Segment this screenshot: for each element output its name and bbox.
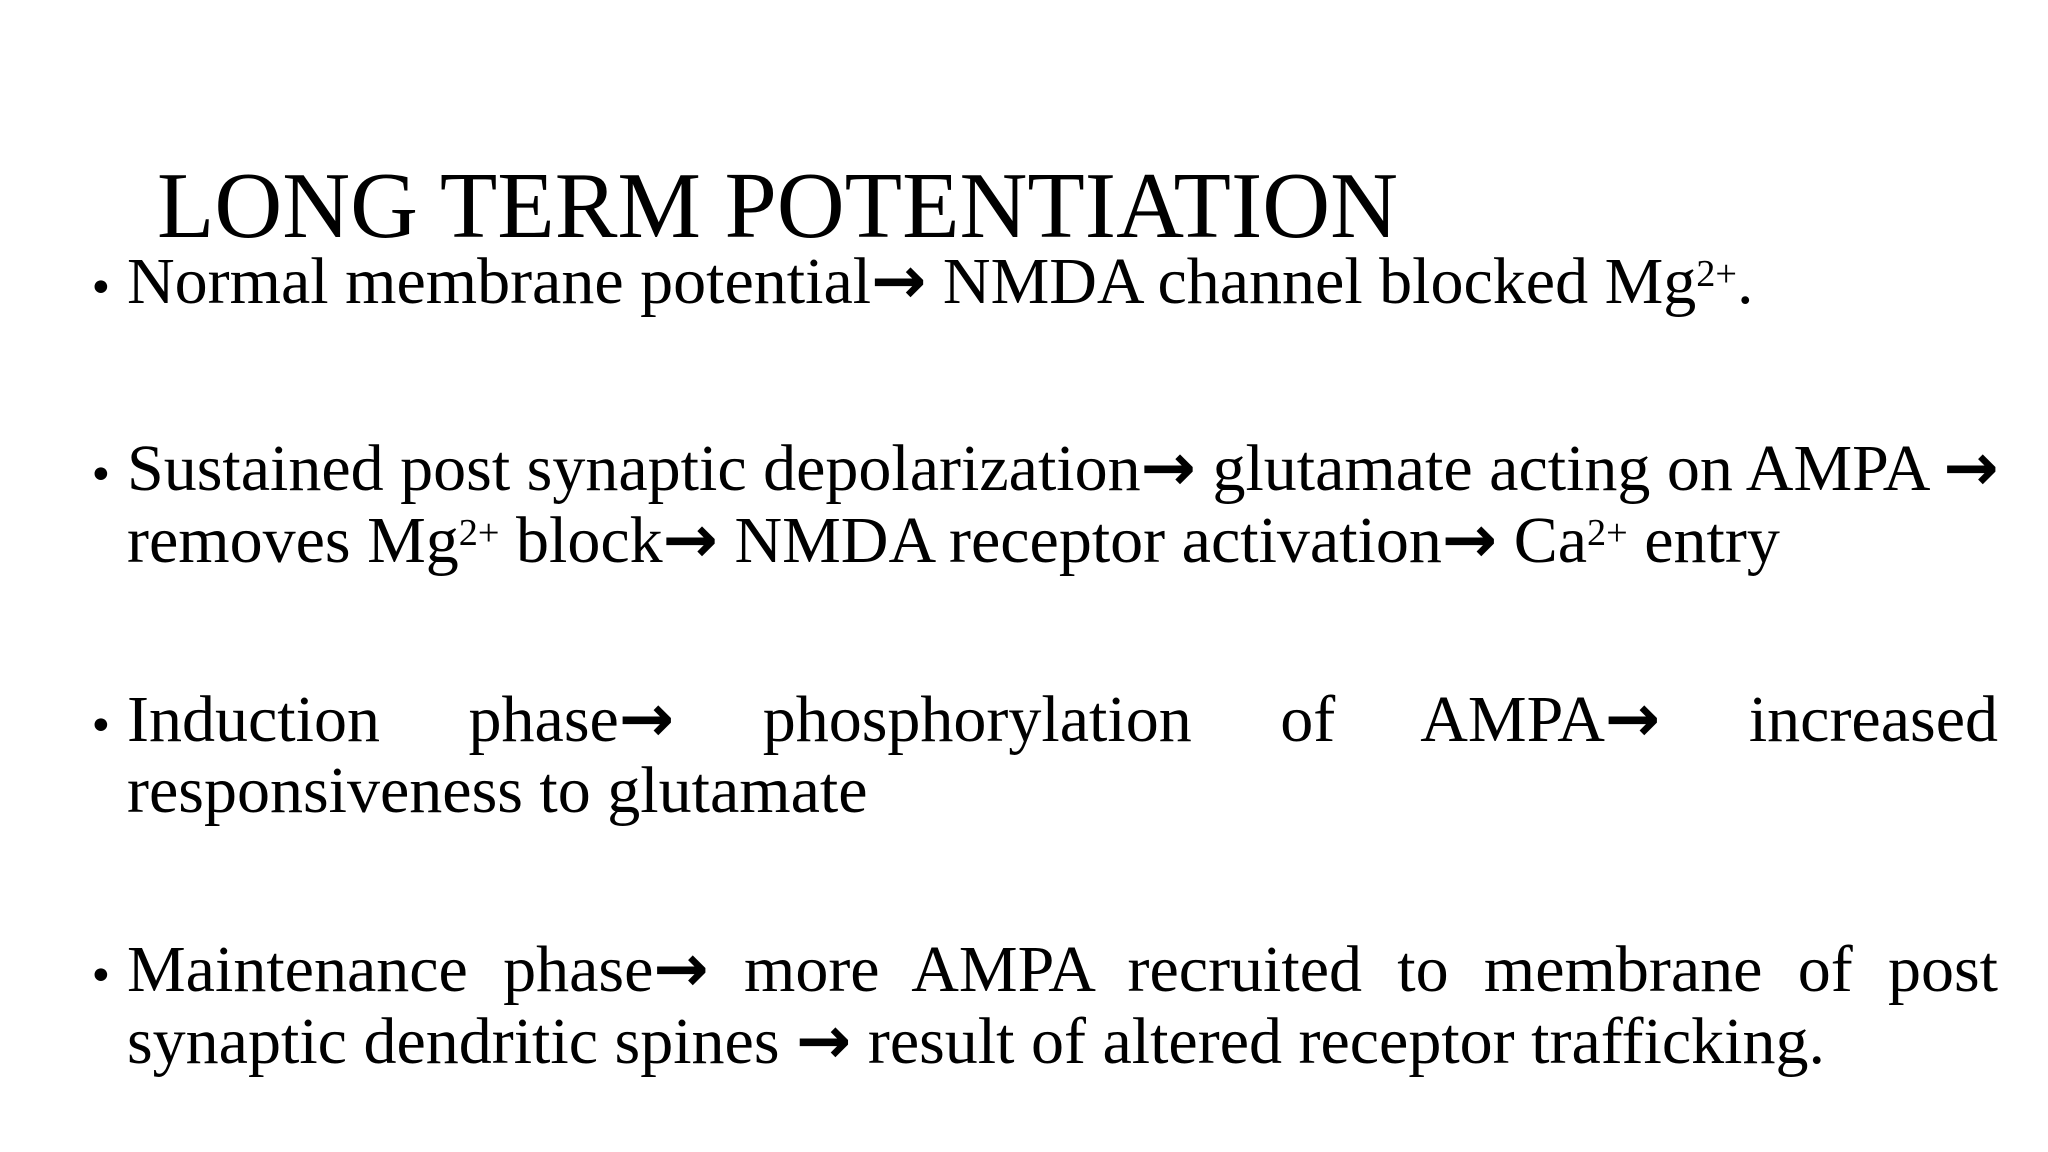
- arrow-glyph: →: [1943, 429, 1999, 506]
- arrow-glyph: →: [1140, 429, 1196, 506]
- bullet-text-line: Induction phase→ phosphorylation of AMPA…: [127, 680, 1998, 757]
- slide-body: • Normal membrane potential→ NMDA channe…: [88, 245, 1999, 1077]
- arrow-glyph: →: [1441, 501, 1498, 578]
- bullet-text: Maintenance phase→ more AMPA recruited t…: [127, 933, 1998, 1077]
- bullet-text-line: responsiveness to glutamate: [127, 754, 868, 827]
- bullet-marker: •: [88, 264, 114, 314]
- arrow-glyph: →: [796, 1002, 852, 1079]
- bullet-text-line: Sustained post synaptic depolarization→ …: [127, 429, 1999, 506]
- slide-title: LONG TERM POTENTIATION: [157, 153, 1399, 258]
- bullet-text-line: synaptic dendritic spines → result of al…: [127, 1002, 1826, 1079]
- bullet-text: Normal membrane potential→ NMDA channel …: [127, 245, 1998, 317]
- arrow-glyph: →: [1604, 680, 1661, 757]
- bullet-item-3: • Induction phase→ phosphorylation of AM…: [88, 683, 1998, 826]
- bullet-text: Induction phase→ phosphorylation of AMPA…: [127, 683, 1998, 826]
- bullet-text-line: removes Mg2+ block→ NMDA receptor activa…: [127, 501, 1780, 578]
- bullet-text-line: Maintenance phase→ more AMPA recruited t…: [127, 930, 1998, 1007]
- superscript: 2+: [1587, 511, 1628, 554]
- arrow-glyph: →: [653, 930, 709, 1007]
- bullet-text-line: Normal membrane potential→ NMDA channel …: [127, 242, 1754, 319]
- bullet-marker: •: [88, 451, 114, 501]
- bullet-item-4: • Maintenance phase→ more AMPA recruited…: [88, 933, 1998, 1077]
- superscript: 2+: [458, 511, 500, 554]
- arrow-glyph: →: [662, 501, 718, 578]
- arrow-glyph: →: [871, 242, 927, 319]
- superscript: 2+: [1696, 252, 1737, 295]
- arrow-glyph: →: [618, 680, 675, 757]
- bullet-item-2: • Sustained post synaptic depolarization…: [88, 429, 1999, 578]
- bullet-marker: •: [88, 952, 114, 1002]
- bullet-item-1: • Normal membrane potential→ NMDA channe…: [88, 245, 1998, 325]
- bullet-marker: •: [88, 702, 114, 752]
- bullet-text: Sustained post synaptic depolarization→ …: [127, 429, 1999, 578]
